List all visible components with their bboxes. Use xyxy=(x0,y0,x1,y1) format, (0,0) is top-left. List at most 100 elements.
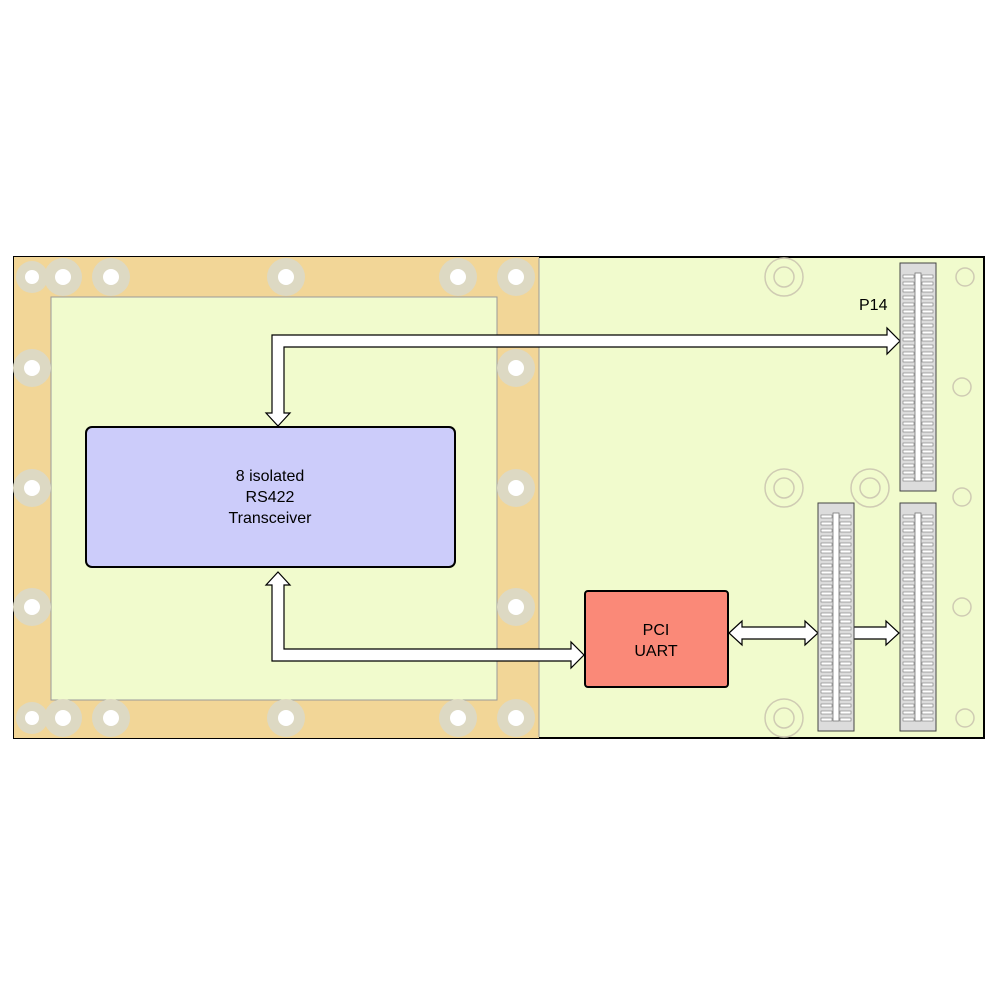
mount-hole xyxy=(764,257,804,297)
connector-pin xyxy=(921,365,934,370)
mount-hole xyxy=(92,699,130,737)
connector-pin xyxy=(820,626,833,631)
connector-pin xyxy=(921,428,934,433)
connector-pin xyxy=(921,584,934,589)
connector-pin xyxy=(902,365,915,370)
connector-pin xyxy=(820,577,833,582)
connector-pin xyxy=(820,563,833,568)
connector-pin xyxy=(839,696,852,701)
connector-pin xyxy=(839,556,852,561)
connector-pin xyxy=(902,647,915,652)
connector-pin xyxy=(839,542,852,547)
connector-pin xyxy=(921,682,934,687)
connector-pin xyxy=(921,640,934,645)
connector-pin xyxy=(902,668,915,673)
connector-middle xyxy=(817,502,855,732)
connector-pin xyxy=(839,703,852,708)
mount-hole xyxy=(850,468,890,508)
connector-pin xyxy=(839,626,852,631)
connector-pin xyxy=(921,407,934,412)
connector-pin xyxy=(902,330,915,335)
connector-pin xyxy=(820,528,833,533)
connector-pin xyxy=(902,605,915,610)
connector-link-arrow xyxy=(852,619,900,647)
connector-pin xyxy=(902,675,915,680)
connector-pin xyxy=(902,372,915,377)
connector-pin xyxy=(902,563,915,568)
transceiver-label-line3: Transceiver xyxy=(229,510,313,527)
connector-pin xyxy=(921,400,934,405)
connector-pin xyxy=(921,414,934,419)
connector-pin xyxy=(902,710,915,715)
connector-pin xyxy=(921,710,934,715)
connector-pin xyxy=(902,682,915,687)
connector-pin xyxy=(921,274,934,279)
connector-pin xyxy=(921,330,934,335)
connector-pin xyxy=(820,682,833,687)
connector-pin xyxy=(902,626,915,631)
transceiver-to-p14-arrow xyxy=(264,326,901,427)
mount-hole xyxy=(497,469,535,507)
connector-pin xyxy=(839,521,852,526)
connector-pin xyxy=(921,281,934,286)
connector-pin xyxy=(902,393,915,398)
connector-pin xyxy=(820,612,833,617)
connector-pin xyxy=(902,407,915,412)
connector-pin xyxy=(902,549,915,554)
connector-pin xyxy=(921,295,934,300)
connector-pin xyxy=(921,717,934,722)
connector-pin xyxy=(902,379,915,384)
connector-pin xyxy=(839,647,852,652)
connector-pin xyxy=(902,542,915,547)
mount-hole xyxy=(267,699,305,737)
connector-pin xyxy=(921,456,934,461)
mount-hole xyxy=(44,258,82,296)
connector-pin xyxy=(820,717,833,722)
connector-pin xyxy=(902,633,915,638)
connector-pin xyxy=(921,316,934,321)
connector-pin xyxy=(921,549,934,554)
connector-pin xyxy=(921,288,934,293)
connector-pin xyxy=(902,463,915,468)
connector-pin xyxy=(839,682,852,687)
connector-pin xyxy=(839,605,852,610)
transceiver-to-uart-arrow xyxy=(264,571,585,670)
connector-pin xyxy=(902,281,915,286)
connector-pin xyxy=(902,435,915,440)
mount-hole xyxy=(764,468,804,508)
connector-pin xyxy=(839,591,852,596)
connector-pin xyxy=(902,323,915,328)
mount-hole xyxy=(16,702,48,734)
connector-pin xyxy=(839,717,852,722)
carrier-mount-holes xyxy=(764,257,975,738)
connector-pin xyxy=(839,689,852,694)
connector-pin xyxy=(921,654,934,659)
connector-p14 xyxy=(899,262,937,492)
connector-pin xyxy=(902,295,915,300)
connector-pin xyxy=(902,619,915,624)
connector-pin xyxy=(921,556,934,561)
connector-pin xyxy=(921,633,934,638)
connector-pin xyxy=(820,689,833,694)
connector-pin xyxy=(820,605,833,610)
connector-pin xyxy=(921,379,934,384)
uart-label-line2: UART xyxy=(634,643,677,660)
connector-pin xyxy=(902,477,915,482)
connector-pin xyxy=(902,577,915,582)
transceiver-block xyxy=(85,426,456,568)
mount-hole xyxy=(267,258,305,296)
connector-slot xyxy=(832,512,840,722)
connector-pin xyxy=(902,274,915,279)
connector-pin xyxy=(902,521,915,526)
connector-pin xyxy=(921,570,934,575)
connector-pin xyxy=(921,477,934,482)
connector-pin xyxy=(921,463,934,468)
connector-pin xyxy=(902,344,915,349)
mount-hole xyxy=(955,708,975,728)
connector-pin xyxy=(921,598,934,603)
mount-hole xyxy=(13,349,51,387)
connector-pin xyxy=(921,661,934,666)
connector-pin xyxy=(921,309,934,314)
mount-hole xyxy=(13,469,51,507)
